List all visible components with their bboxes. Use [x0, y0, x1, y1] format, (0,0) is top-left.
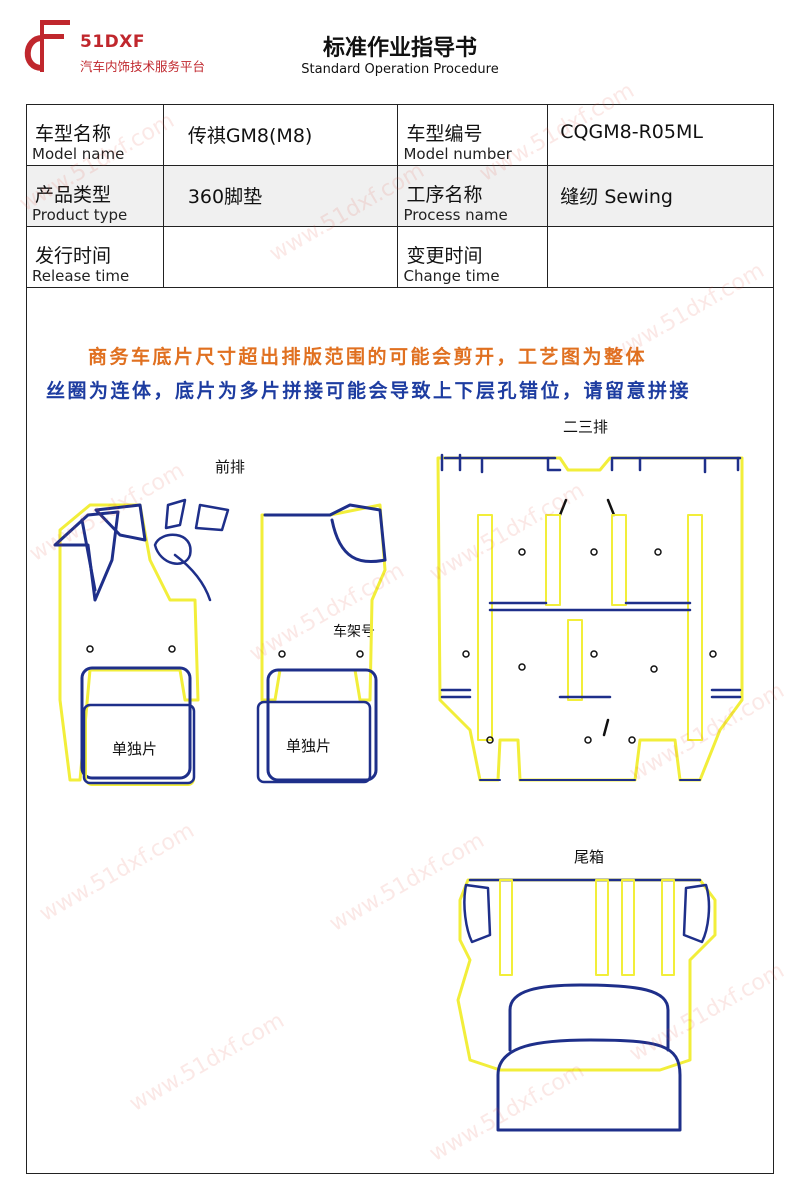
trunk-label: 尾箱 — [574, 848, 605, 866]
process-name-label: 工序名称 — [406, 184, 483, 206]
process-name-label-cell: 工序名称 Process name — [397, 165, 549, 227]
model-name-value: 传祺GM8(M8) — [187, 125, 313, 147]
release-time-label-en: Release time — [32, 267, 130, 285]
front-row-label: 前排 — [215, 458, 246, 476]
change-time-label: 变更时间 — [406, 245, 483, 267]
page-header: 51DXF 汽车内饰技术服务平台 标准作业指导书 Standard Operat… — [0, 0, 800, 100]
frame-number-label: 车架号 — [333, 624, 375, 640]
product-type-label: 产品类型 — [35, 184, 112, 206]
release-time-value-cell — [162, 226, 399, 288]
second-third-row-mat — [436, 453, 744, 782]
product-type-label-en: Product type — [32, 206, 128, 224]
second-third-row-label: 二三排 — [563, 418, 609, 436]
model-number-label: 车型编号 — [406, 123, 483, 145]
brand-name: 51DXF — [80, 32, 145, 52]
info-row-time: 发行时间 Release time 变更时间 Change time — [26, 226, 774, 288]
change-time-value-cell — [547, 226, 774, 288]
note-line-1: 商务车底片尺寸超出排版范围的可能会剪开，工艺图为整体 — [88, 346, 648, 368]
change-time-label-cell: 变更时间 Change time — [397, 226, 549, 288]
model-number-value-cell: CQGM8-R05ML — [547, 104, 774, 166]
product-type-value: 360脚垫 — [187, 186, 263, 208]
product-type-label-cell: 产品类型 Product type — [26, 165, 164, 227]
trunk-mat — [456, 878, 717, 1132]
brand-tagline: 汽车内饰技术服务平台 — [80, 59, 206, 74]
document-subtitle: Standard Operation Procedure — [301, 62, 499, 77]
info-row-product: 产品类型 Product type 360脚垫 工序名称 Process nam… — [26, 165, 774, 227]
brand-logo-icon — [24, 20, 70, 72]
change-time-label-en: Change time — [403, 267, 500, 285]
note-line-2: 丝圈为连体，底片为多片拼接可能会导致上下层孔错位，请留意拼接 — [46, 380, 692, 402]
document-title: 标准作业指导书 — [322, 36, 477, 61]
model-number-label-en: Model number — [403, 145, 512, 163]
model-name-label-cell: 车型名称 Model name — [26, 104, 164, 166]
product-type-value-cell: 360脚垫 — [162, 165, 399, 227]
release-time-label: 发行时间 — [35, 245, 112, 267]
single-piece-label-right: 单独片 — [286, 737, 332, 755]
process-name-value-cell: 缝纫 Sewing — [547, 165, 774, 227]
single-piece-label-left: 单独片 — [112, 740, 158, 758]
process-name-label-en: Process name — [403, 206, 508, 224]
model-name-label: 车型名称 — [35, 123, 112, 145]
process-name-value: 缝纫 Sewing — [560, 186, 673, 208]
front-right-mat — [256, 503, 387, 784]
model-number-value: CQGM8-R05ML — [560, 121, 703, 143]
info-table: 车型名称 Model name 传祺GM8(M8) 车型编号 Model num… — [26, 104, 774, 288]
release-time-label-cell: 发行时间 Release time — [26, 226, 164, 288]
model-name-label-en: Model name — [32, 145, 125, 163]
front-left-mat — [53, 498, 230, 786]
